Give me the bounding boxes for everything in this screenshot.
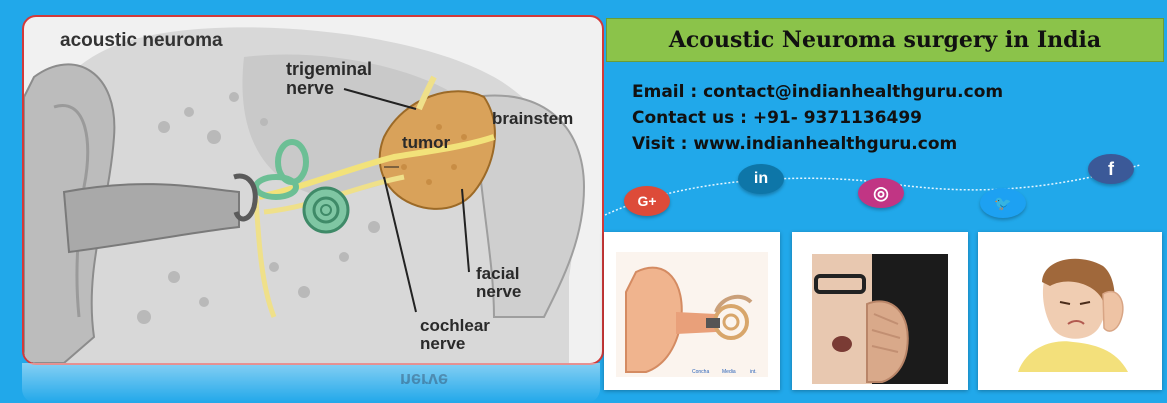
trigeminal-nerve-label: trigeminal nerve bbox=[286, 59, 373, 98]
contact-phone[interactable]: Contact us : +91- 9371136499 bbox=[632, 108, 922, 128]
ear-diagram-caption-1: Concha bbox=[692, 369, 710, 375]
brainstem-label: brainstem bbox=[492, 109, 574, 128]
ear-anatomy-drawing bbox=[24, 27, 586, 363]
woman-ear-pain-image bbox=[998, 254, 1142, 372]
ear-diagram-caption-2: Media bbox=[722, 369, 736, 375]
contact-email[interactable]: Email : contact@indianhealthguru.com bbox=[632, 82, 1004, 102]
ear-diagram-image bbox=[616, 252, 768, 377]
facebook-icon[interactable]: f bbox=[1088, 154, 1134, 184]
page-title: Acoustic Neuroma surgery in India bbox=[668, 27, 1102, 53]
tumor-label: tumor bbox=[402, 133, 451, 152]
acoustic-neuroma-illustration: acoustic neuroma trigeminal nerve brains… bbox=[22, 15, 604, 365]
title-bar: Acoustic Neuroma surgery in India bbox=[606, 18, 1164, 62]
reflection-text: nerve bbox=[400, 370, 449, 390]
instagram-icon[interactable]: ◎ bbox=[858, 178, 904, 208]
facial-nerve-label: facial nerve bbox=[476, 264, 522, 301]
illustration-heading: acoustic neuroma bbox=[60, 30, 223, 51]
photo-card-man-listening bbox=[792, 232, 968, 390]
twitter-icon[interactable]: 🐦 bbox=[980, 188, 1026, 218]
google-plus-icon[interactable]: G+ bbox=[624, 186, 670, 216]
photo-card-woman-ear-pain bbox=[978, 232, 1162, 390]
social-curve-line bbox=[604, 164, 1141, 216]
photo-card-ear-diagram: Concha Media int. bbox=[604, 232, 780, 390]
man-listening-image bbox=[812, 254, 948, 384]
contact-website[interactable]: Visit : www.indianhealthguru.com bbox=[632, 134, 958, 154]
ear-diagram-caption-3: int. bbox=[750, 369, 757, 375]
illustration-reflection: nerve bbox=[22, 363, 600, 403]
linkedin-icon[interactable]: in bbox=[738, 164, 784, 194]
cochlear-nerve-label: cochlear nerve bbox=[420, 316, 490, 353]
